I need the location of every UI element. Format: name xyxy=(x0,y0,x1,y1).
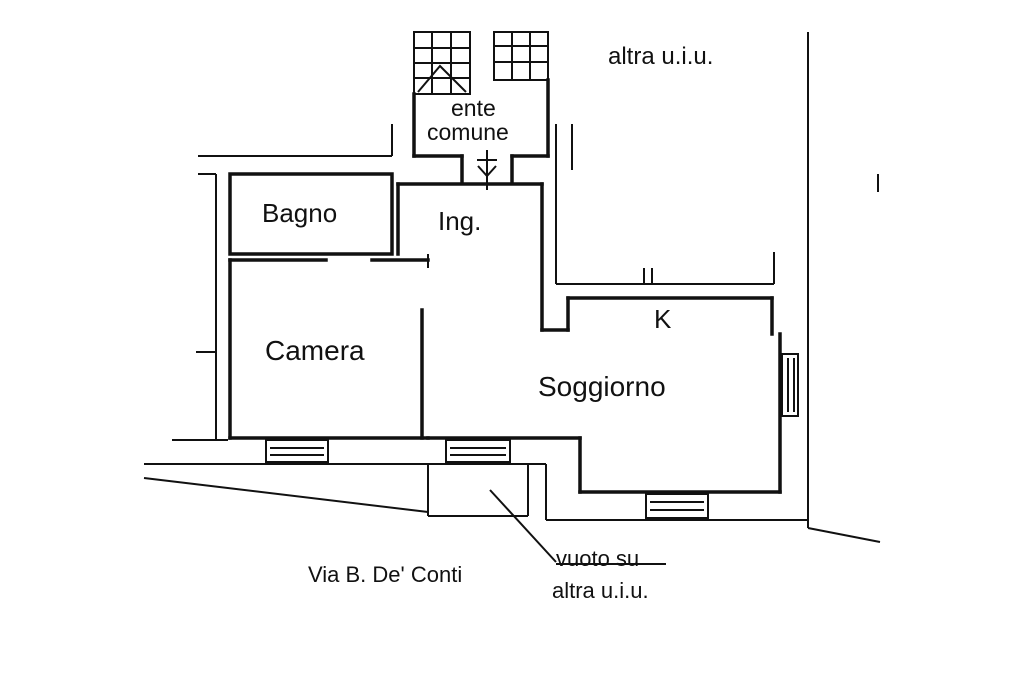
label-bagno: Bagno xyxy=(262,198,337,228)
label-camera: Camera xyxy=(265,335,365,366)
walls xyxy=(143,32,881,543)
label-soggiorno: Soggiorno xyxy=(538,371,666,402)
label-ente: ente xyxy=(451,95,496,121)
staircase xyxy=(413,31,549,95)
leader-line xyxy=(489,489,666,565)
label-vuoto-su: vuoto su xyxy=(556,546,639,571)
label-street: Via B. De' Conti xyxy=(308,562,462,587)
label-ingresso: Ing. xyxy=(438,206,481,236)
common-hall xyxy=(412,78,550,190)
label-comune: comune xyxy=(427,119,509,145)
label-kitchen: K xyxy=(654,304,672,334)
label-altra-uiu-top: altra u.i.u. xyxy=(608,43,713,70)
label-altra-uiu-bottom: altra u.i.u. xyxy=(552,578,649,603)
windows xyxy=(265,353,799,519)
